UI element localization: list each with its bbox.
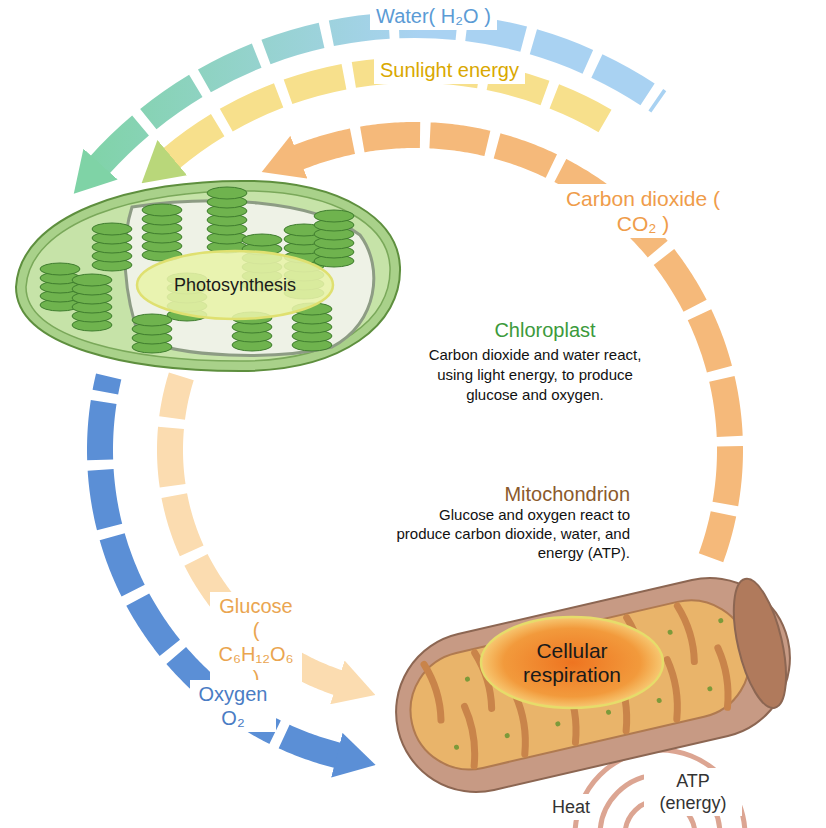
granum-stack xyxy=(142,204,182,261)
flow-label: Oxygen O₂ xyxy=(190,680,276,732)
inner-membrane xyxy=(26,191,390,361)
oval-outline xyxy=(137,251,333,319)
process-oval: Photosynthesis xyxy=(135,249,335,321)
organelle-heading: Mitochondrion xyxy=(385,482,630,506)
input-label: Water( H₂O ) xyxy=(370,2,497,30)
granum-stack xyxy=(132,314,172,353)
granum-stack xyxy=(72,274,112,331)
mitochondrion-body xyxy=(380,562,806,808)
process-name: Photosynthesis xyxy=(174,274,296,296)
output-label: ATP (energy) xyxy=(644,768,742,816)
flow-label: Glucose ( C₆H₁₂O₆ ) xyxy=(210,592,302,692)
flow-label: Carbon dioxide ( CO₂ ) xyxy=(558,184,728,238)
granum-stack xyxy=(92,223,132,271)
chloroplast: ChloroplastCarbon dioxide and water reac… xyxy=(12,175,402,375)
mitochondrion: MitochondrionGlucose and oxygen react to… xyxy=(378,560,808,810)
flow-arrow xyxy=(100,376,339,755)
process-name: Cellular respiration xyxy=(507,639,637,687)
oval-outline xyxy=(481,617,663,708)
organelle-heading: Chloroplast xyxy=(415,318,675,342)
input-label: Sunlight energy xyxy=(374,56,525,84)
process-description: Glucose and oxygen react to produce carb… xyxy=(385,505,630,562)
outer-membrane xyxy=(16,181,400,371)
process-description: Carbon dioxide and water react, using li… xyxy=(415,345,655,405)
stroma xyxy=(125,201,374,355)
output-label: Heat xyxy=(546,794,596,820)
granum-stack xyxy=(314,210,354,267)
granum-stack xyxy=(207,187,247,253)
process-oval: Cellular respiration xyxy=(479,615,665,710)
flow-arrow xyxy=(297,135,730,558)
